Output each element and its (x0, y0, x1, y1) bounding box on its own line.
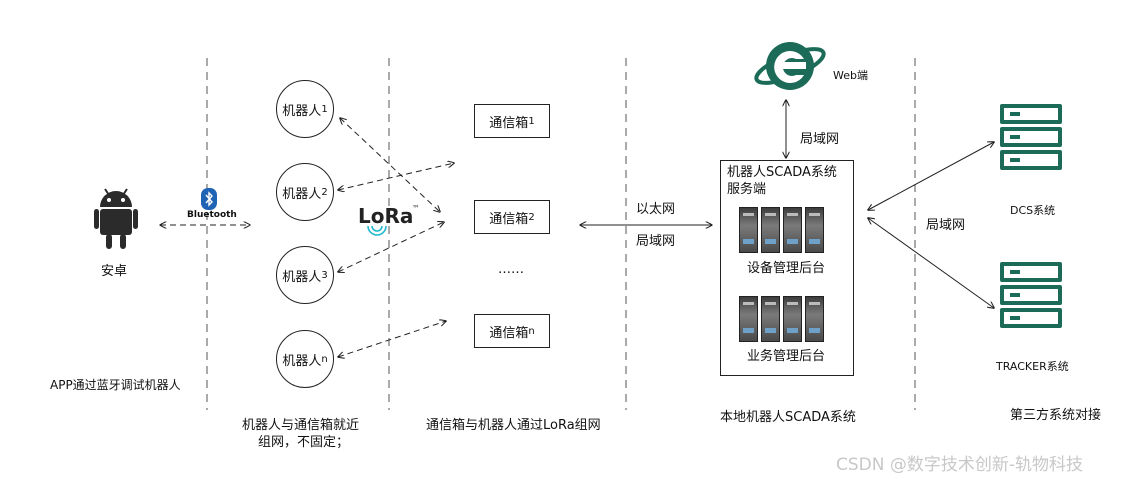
lora-signal-icon (367, 225, 387, 236)
ellipsis: …… (498, 262, 524, 277)
device-backend-label: 设备管理后台 (747, 261, 826, 276)
bluetooth-icon (201, 188, 217, 210)
tracker-server-icon (1000, 262, 1062, 331)
caption-robot-box-line1: 机器人与通信箱就近 (242, 418, 360, 433)
caption-robot-box-line2: 组网，不固定； (258, 435, 350, 450)
robot-node-sub: 1 (321, 103, 328, 115)
comm-box-label: 通信箱 (489, 115, 529, 131)
caption-lora-network: 通信箱与机器人通过LoRa组网 (426, 418, 601, 433)
server-rack-unit (805, 296, 824, 342)
caption-app: APP通过蓝牙调试机器人 (50, 378, 181, 392)
robot-node-label: 机器人 (282, 186, 322, 202)
android-label: 安卓 (101, 264, 128, 279)
scada-server-box: 机器人SCADA系统 服务端 设备管理后台 业务管理后台 (720, 160, 854, 376)
robot-node-sub: 3 (321, 269, 328, 281)
robot-node-sub: 2 (321, 186, 328, 198)
device-server-rack (739, 207, 824, 253)
comm-box-sub: 1 (528, 115, 535, 127)
lora-link-robot1 (340, 118, 440, 212)
lora-link-robotn (338, 321, 446, 357)
bluetooth-label: Bluetooth (187, 210, 237, 220)
dcs-label: DCS系统 (1010, 204, 1056, 217)
business-server-rack (739, 296, 824, 342)
scada-title: 机器人SCADA系统 (727, 165, 837, 180)
bluetooth-badge: Bluetooth (187, 188, 237, 222)
lan-label-web: 局域网 (800, 132, 840, 147)
server-rack-unit (783, 207, 802, 253)
caption-third-party: 第三方系统对接 (1010, 408, 1102, 423)
comm-box-sub: n (528, 325, 535, 337)
lan-label-box: 局域网 (636, 234, 676, 249)
comm-box-label: 通信箱 (489, 325, 529, 341)
dcs-server-icon (1000, 104, 1062, 173)
robot-node-label: 机器人 (282, 103, 322, 119)
comm-box-label: 通信箱 (489, 211, 529, 227)
robot-node-label: 机器人 (282, 353, 322, 369)
server-rack-unit (761, 296, 780, 342)
web-label: Web端 (833, 69, 868, 82)
ethernet-label: 以太网 (636, 202, 676, 217)
server-rack-unit (739, 296, 758, 342)
lan-label-third-party: 局域网 (926, 218, 966, 233)
comm-box-sub: 2 (528, 211, 535, 223)
server-rack-unit (805, 207, 824, 253)
server-rack-unit (739, 207, 758, 253)
dcs-link (868, 142, 994, 210)
robot-node-sub: n (321, 353, 328, 365)
lora-logo: LoRa ™ (356, 202, 426, 242)
web-browser-icon (754, 42, 826, 90)
watermark: CSDN @数字技术创新-轨物科技 (836, 455, 1084, 475)
robot-node-label: 机器人 (282, 269, 322, 285)
caption-local-scada: 本地机器人SCADA系统 (720, 410, 856, 425)
server-rack-unit (783, 296, 802, 342)
scada-subtitle: 服务端 (727, 182, 767, 197)
lora-trademark: ™ (412, 204, 420, 213)
lora-label: LoRa (358, 204, 414, 228)
android-icon (94, 188, 138, 249)
server-rack-unit (761, 207, 780, 253)
business-backend-label: 业务管理后台 (747, 349, 826, 364)
lora-link-robot2 (338, 163, 454, 190)
tracker-label: TRACKER系统 (996, 360, 1069, 373)
tracker-link (868, 218, 994, 308)
